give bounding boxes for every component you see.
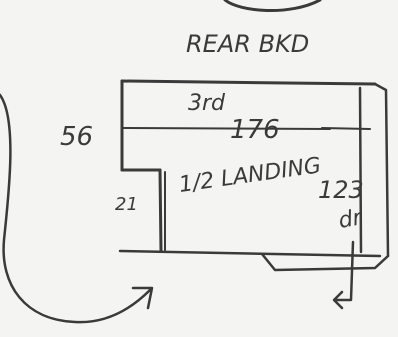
room-right-inner-line <box>358 86 363 254</box>
step-label: 21 <box>115 194 138 215</box>
bottom-bay-outline <box>260 252 390 272</box>
room-label: 1/2 LANDING <box>177 153 322 198</box>
top-label: 3rd <box>188 91 226 116</box>
width-dimension-tick <box>321 127 371 130</box>
top-arc-stroke <box>223 0 322 13</box>
room-left-wall-lower <box>158 168 163 253</box>
right-label: 123 <box>318 176 364 204</box>
door-arrow-line <box>334 240 355 302</box>
width-dimension-line <box>121 127 331 130</box>
room-bottom-wall <box>118 249 382 258</box>
left-curve-arrowhead <box>131 286 154 310</box>
width-label: 176 <box>230 115 280 145</box>
title-label: REAR BKD <box>186 30 309 58</box>
room-top-wall <box>120 79 377 86</box>
height-label: 56 <box>60 122 93 152</box>
door-arrowhead <box>332 290 344 310</box>
room-right-wall <box>373 82 390 258</box>
left-curve-arrow <box>0 93 152 324</box>
